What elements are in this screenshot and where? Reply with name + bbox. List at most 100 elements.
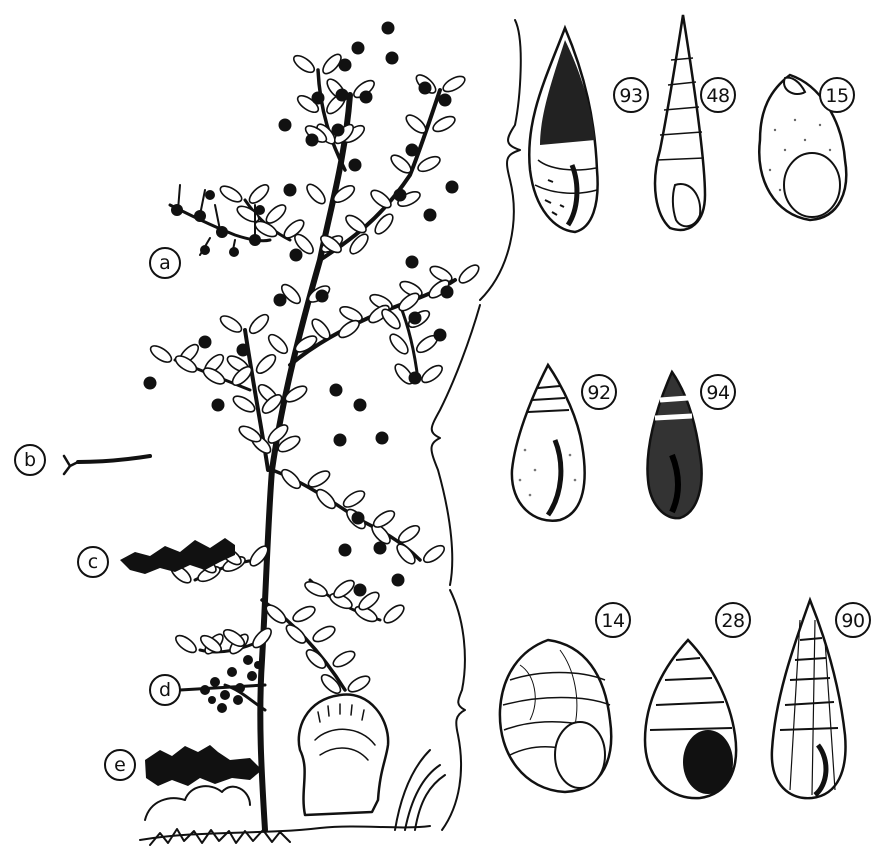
shell-14 <box>500 640 611 792</box>
air-bladder <box>441 286 454 299</box>
air-bladder <box>386 52 399 65</box>
air-bladder <box>354 399 367 412</box>
leaf <box>371 508 397 531</box>
leaf <box>148 343 174 366</box>
leaf <box>279 467 304 492</box>
badge-93: 93 <box>614 78 648 112</box>
leaf <box>303 579 329 599</box>
sponge-organism <box>299 694 388 815</box>
air-bladder <box>332 124 345 137</box>
air-bladder <box>339 59 352 72</box>
leaf <box>387 331 411 356</box>
shell-28 <box>645 640 736 798</box>
air-bladder <box>279 119 292 132</box>
air-bladder <box>439 94 452 107</box>
leaf <box>346 673 372 695</box>
air-bladder <box>406 144 419 157</box>
leaf <box>291 604 317 625</box>
badge-94: 94 <box>701 375 735 409</box>
shell-label-93: 93 <box>619 85 642 107</box>
shell-label-48: 48 <box>706 85 729 107</box>
leaf <box>311 623 337 644</box>
badge-48: 48 <box>701 78 735 112</box>
seaweed-type-e: e <box>105 745 262 786</box>
seaweed-air-bladders <box>144 22 459 597</box>
shell-94 <box>647 372 701 518</box>
label-b: b <box>24 449 36 471</box>
air-bladder <box>419 82 432 95</box>
label-c: c <box>88 551 98 573</box>
label-a: a <box>159 252 171 274</box>
badge-14: 14 <box>596 603 630 637</box>
air-bladder <box>334 434 347 447</box>
air-bladder <box>237 344 250 357</box>
leaf <box>431 114 457 135</box>
shell-92 <box>512 365 585 521</box>
leaf <box>247 312 272 337</box>
brace-bottom <box>442 590 465 830</box>
leaf <box>263 202 288 226</box>
leaf <box>341 488 367 510</box>
badge-15: 15 <box>820 78 854 112</box>
seaweed-type-d: d <box>150 655 265 713</box>
seaweed-leaves <box>148 51 482 696</box>
leaf <box>419 362 445 385</box>
seaweed-stem <box>175 70 455 830</box>
shell-label-94: 94 <box>706 382 730 404</box>
air-bladder <box>360 91 373 104</box>
air-bladder <box>352 42 365 55</box>
leaf <box>416 154 442 175</box>
leaf <box>396 523 422 546</box>
air-bladder <box>409 372 422 385</box>
badge-28: 28 <box>716 603 750 637</box>
brace-middle <box>432 305 481 585</box>
badge-92: 92 <box>582 375 616 409</box>
brace-top <box>480 20 521 300</box>
leaf <box>441 73 467 94</box>
air-bladder <box>144 377 157 390</box>
air-bladder <box>339 544 352 557</box>
shell-93 <box>529 28 597 232</box>
shell-label-15: 15 <box>825 85 848 107</box>
leaf <box>246 182 271 206</box>
leaf <box>336 317 362 340</box>
leaf <box>291 52 317 75</box>
shell-label-92: 92 <box>587 382 610 404</box>
air-bladder <box>312 92 325 105</box>
air-bladder <box>374 542 387 555</box>
leaf <box>218 183 244 205</box>
leaf <box>218 313 244 335</box>
leaf <box>421 542 447 565</box>
air-bladder <box>409 312 422 325</box>
leaf <box>283 622 308 646</box>
air-bladder <box>406 256 419 269</box>
shell-label-90: 90 <box>841 610 864 632</box>
air-bladder <box>434 329 447 342</box>
air-bladder <box>199 336 212 349</box>
air-bladder <box>376 432 389 445</box>
leaf <box>314 487 339 512</box>
shells: 93 48 15 92 94 14 <box>500 15 870 798</box>
leaf <box>331 648 357 670</box>
air-bladder <box>394 189 407 202</box>
shell-label-28: 28 <box>721 610 744 632</box>
leaf <box>403 112 428 136</box>
seaweed-type-b: b <box>15 445 150 475</box>
air-bladder <box>424 209 437 222</box>
air-bladder <box>352 512 365 525</box>
leaf <box>381 602 406 626</box>
shell-48 <box>655 15 705 230</box>
leaf <box>231 393 257 415</box>
leaf <box>254 352 279 377</box>
leaf <box>304 181 328 206</box>
air-bladder <box>349 159 362 172</box>
air-bladder <box>212 399 225 412</box>
seaweed-plant <box>140 22 482 846</box>
air-bladder <box>274 294 287 307</box>
air-bladder <box>336 89 349 102</box>
leaf <box>306 468 332 490</box>
air-bladder <box>446 181 459 194</box>
air-bladder <box>392 574 405 587</box>
air-bladder <box>330 384 343 397</box>
